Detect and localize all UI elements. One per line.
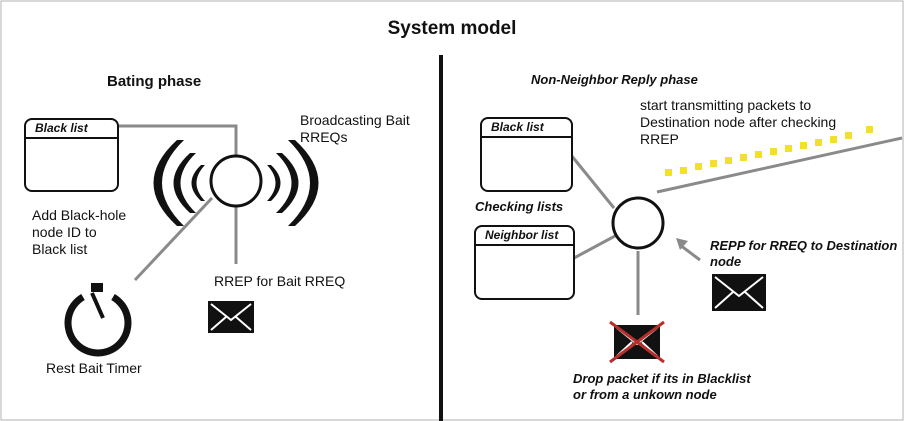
timer-icon	[64, 283, 132, 357]
envelope-icon	[208, 301, 254, 333]
transmit-text: start transmitting packets to Destinatio…	[640, 97, 837, 147]
signal-waves-icon	[153, 140, 319, 226]
crossed-envelope-icon	[609, 320, 665, 364]
envelope-icon	[712, 274, 766, 311]
arrow-icon	[676, 238, 688, 250]
left-connectors	[117, 124, 238, 282]
repp-text: REPP for RREQ to Destination node	[710, 238, 898, 269]
left-node-circle	[209, 154, 263, 208]
broadcast-text: Broadcasting Bait RREQs	[300, 112, 410, 145]
right-node-circle	[611, 196, 665, 250]
add-blackhole-text: Add Black-hole node ID to Black list	[32, 207, 127, 257]
neighbor-list-box: Neighbor list	[474, 225, 575, 300]
packet-squares	[665, 126, 873, 176]
rest-bait-timer-text: Rest Bait Timer	[46, 360, 142, 376]
right-panel-heading: Non-Neighbor Reply phase	[531, 72, 698, 87]
left-black-list-label: Black list	[26, 120, 117, 139]
right-connectors	[569, 136, 903, 315]
right-black-list-box: Black list	[480, 117, 573, 192]
drop-packet-text: Drop packet if its in Blacklist or from …	[573, 371, 751, 402]
diagram-title: System model	[387, 18, 517, 39]
checking-lists-text: Checking lists	[475, 199, 564, 214]
left-panel-heading: Bating phase	[107, 73, 202, 90]
rrep-bait-text: RREP for Bait RREQ	[214, 273, 346, 289]
right-black-list-label: Black list	[482, 119, 571, 138]
left-black-list-box: Black list	[24, 118, 119, 192]
neighbor-list-label: Neighbor list	[476, 227, 573, 246]
